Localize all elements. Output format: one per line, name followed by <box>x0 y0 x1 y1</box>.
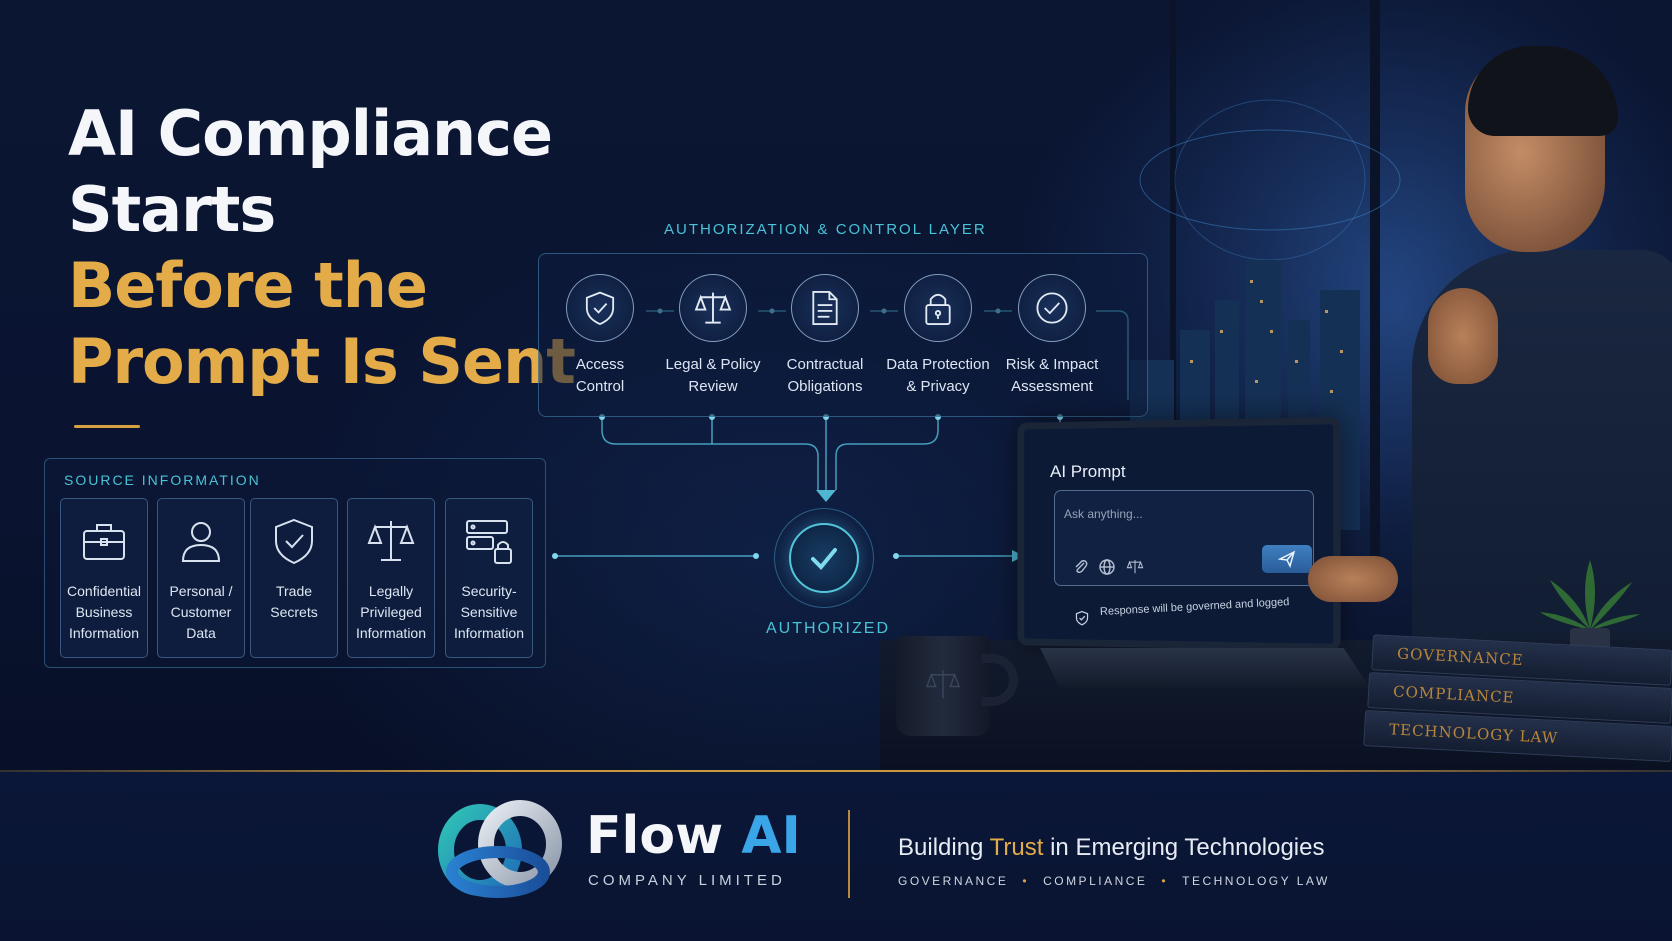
globe-icon[interactable] <box>1098 558 1116 576</box>
send-button[interactable] <box>1262 545 1312 573</box>
source-card-line: Secrets <box>270 604 318 620</box>
paperclip-icon[interactable] <box>1072 558 1090 576</box>
briefcase-icon <box>83 524 125 560</box>
control-line: Legal & Policy <box>665 356 761 373</box>
pillar-governance: GOVERNANCE <box>898 874 1009 888</box>
source-card-line: Business <box>75 604 133 620</box>
pillar-compliance: COMPLIANCE <box>1043 874 1148 888</box>
pillar-technology-law: TECHNOLOGY LAW <box>1182 874 1330 888</box>
hero-panel: AI Compliance Starts Before the Prompt I… <box>0 0 1672 770</box>
control-line: Access <box>575 356 625 373</box>
source-card-line: Security- <box>461 583 517 599</box>
headline-line-2: Starts <box>68 173 276 246</box>
source-card-line: Customer <box>170 604 232 620</box>
shield-check-icon <box>1074 610 1090 631</box>
lock-icon <box>925 293 951 325</box>
source-card-line: Confidential <box>67 583 141 599</box>
source-card-line: Data <box>186 625 216 641</box>
headline-line-4: Prompt Is Sent <box>68 325 576 398</box>
source-card-line: Information <box>68 625 140 641</box>
tagline-pre: Building <box>898 834 984 861</box>
authorized-node <box>789 523 859 593</box>
control-layer-label: AUTHORIZATION & CONTROL LAYER <box>664 221 987 238</box>
footer <box>0 772 1672 941</box>
scales-icon <box>925 670 961 699</box>
brand-ai: AI <box>741 806 801 866</box>
control-line: Obligations <box>787 378 863 395</box>
source-card-line: Information <box>355 625 427 641</box>
control-line: Assessment <box>1011 378 1093 395</box>
control-line: & Privacy <box>906 378 970 395</box>
user-icon <box>181 522 221 562</box>
control-line: Risk & Impact <box>1005 356 1099 373</box>
ai-prompt-title: AI Prompt <box>1050 462 1126 481</box>
control-line: Review <box>688 378 738 395</box>
document-icon <box>812 291 838 325</box>
footer-divider-line <box>0 770 1672 772</box>
brand-subtitle: COMPANY LIMITED <box>588 872 786 889</box>
authorized-label: AUTHORIZED <box>766 620 890 637</box>
scales-icon <box>367 521 415 561</box>
source-card-line: Information <box>453 625 525 641</box>
source-card-line: Sensitive <box>460 604 518 620</box>
brand-name: Flow AI <box>586 808 801 864</box>
shield-check-icon <box>275 518 313 565</box>
footer-vertical-divider <box>848 810 850 898</box>
coffee-mug <box>896 636 990 736</box>
source-card-line: Privileged <box>360 604 422 620</box>
source-card-line: Trade <box>275 583 313 599</box>
pillar-separator: • <box>1022 874 1030 888</box>
headline-underline <box>74 425 140 428</box>
check-circle-icon <box>1036 292 1068 324</box>
pillars: GOVERNANCE • COMPLIANCE • TECHNOLOGY LAW <box>898 874 1330 888</box>
headline-line-1: AI Compliance <box>68 97 553 170</box>
tagline: Building Trust in Emerging Technologies <box>898 834 1325 862</box>
person-hand-chin <box>1428 288 1498 384</box>
scales-icon[interactable] <box>1126 558 1144 576</box>
source-card-line: Personal / <box>169 583 233 599</box>
headline: AI Compliance Starts Before the Prompt I… <box>68 96 588 400</box>
person-hand-pointing <box>1308 556 1398 602</box>
control-line: Contractual <box>786 356 864 373</box>
scales-icon <box>694 292 732 324</box>
flow-ai-logo-icon <box>438 800 562 898</box>
control-line: Data Protection <box>886 356 990 373</box>
prompt-input[interactable] <box>1064 504 1244 524</box>
mug-handle <box>982 654 1018 706</box>
shield-check-icon <box>585 291 615 326</box>
brand-flow: Flow <box>586 806 724 866</box>
tagline-post: in Emerging Technologies <box>1050 834 1325 861</box>
server-lock-icon <box>466 520 512 564</box>
check-icon <box>811 548 837 570</box>
control-line: Control <box>575 378 625 395</box>
pillar-separator: • <box>1161 874 1169 888</box>
tagline-highlight: Trust <box>989 834 1044 861</box>
plant-decoration <box>1540 560 1640 658</box>
headline-line-3: Before the <box>68 249 428 322</box>
authorized-ring <box>774 508 874 608</box>
send-icon <box>1278 550 1296 568</box>
source-card-line: Legally <box>368 583 414 599</box>
source-information-label: SOURCE INFORMATION <box>64 472 261 488</box>
laptop-base <box>1040 648 1370 688</box>
